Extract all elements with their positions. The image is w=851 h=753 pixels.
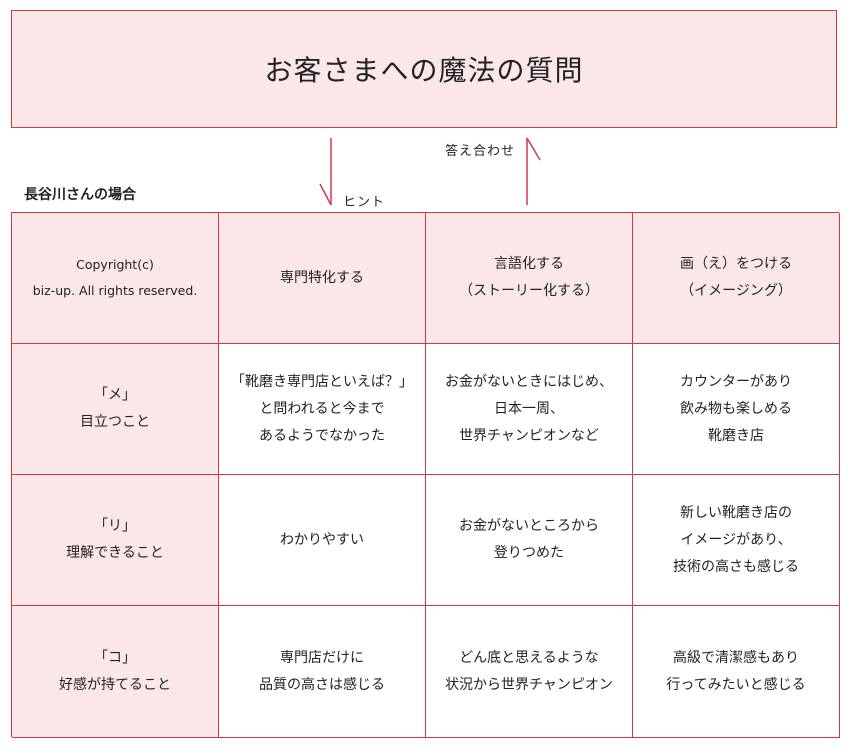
copyright-cell: Copyright(c) biz-up. All rights reserved…	[12, 213, 219, 344]
table-cell: 専門店だけに 品質の高さは感じる	[219, 606, 426, 738]
row-header-ri: 「リ」 理解できること	[12, 475, 219, 606]
title-box: お客さまへの魔法の質問	[11, 10, 837, 128]
table-cell: 新しい靴磨き店の イメージがあり、 技術の高さも感じる	[633, 475, 840, 606]
table-cell: どん底と思えるような 状況から世界チャンピオン	[426, 606, 633, 738]
table-cell: わかりやすい	[219, 475, 426, 606]
table-cell: カウンターがあり 飲み物も楽しめる 靴磨き店	[633, 344, 840, 475]
answer-label: 答え合わせ	[445, 144, 516, 159]
row-header-me: 「メ」 目立つこと	[12, 344, 219, 475]
answer-arrow	[526, 137, 541, 205]
table-cell: お金がないところから 登りつめた	[426, 475, 633, 606]
case-label: 長谷川さんの場合	[24, 187, 136, 203]
row-header-ko: 「コ」 好感が持てること	[12, 606, 219, 738]
column-header-imaging: 画（え）をつける （イメージング）	[633, 213, 840, 344]
table-cell: 「靴磨き専門店といえば？」 と問われると今まで あるようでなかった	[219, 344, 426, 475]
table-cell: 高級で清潔感もあり 行ってみたいと感じる	[633, 606, 840, 738]
hint-label: ヒント	[343, 195, 386, 210]
hint-arrow	[319, 138, 332, 206]
column-header-specialize: 専門特化する	[219, 213, 426, 344]
question-table: Copyright(c) biz-up. All rights reserved…	[11, 212, 840, 738]
title-text: お客さまへの魔法の質問	[264, 54, 584, 87]
column-header-verbalize: 言語化する （ストーリー化する）	[426, 213, 633, 344]
table-cell: お金がないときにはじめ、 日本一周、 世界チャンピオンなど	[426, 344, 633, 475]
